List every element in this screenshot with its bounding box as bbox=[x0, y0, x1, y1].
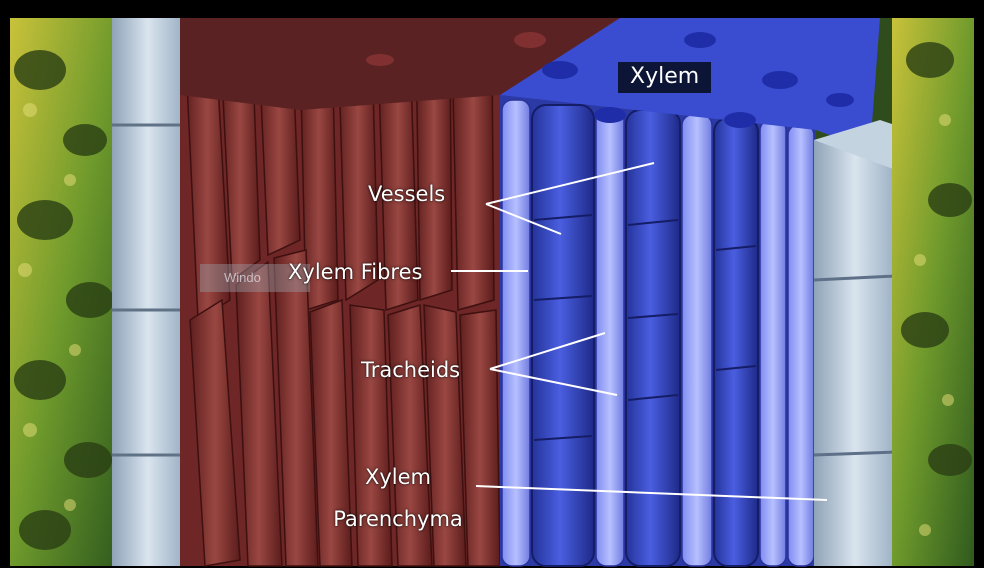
label-parenchyma-line2: Parenchyma bbox=[324, 506, 472, 532]
label-parenchyma-line1: Xylem bbox=[330, 464, 466, 490]
label-vessels: Vessels bbox=[368, 181, 445, 207]
title-label-xylem: Xylem bbox=[618, 62, 711, 93]
label-tracheids: Tracheids bbox=[361, 357, 460, 383]
label-xylem-fibres: Xylem Fibres bbox=[288, 259, 422, 285]
